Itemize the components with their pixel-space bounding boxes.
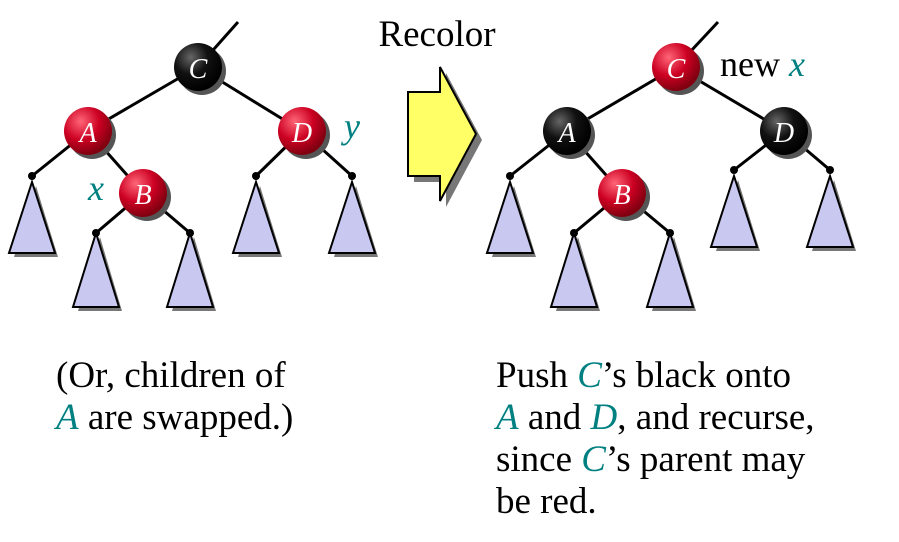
right-caption-line1: Push C’s black onto	[496, 355, 792, 396]
subtree-triangle	[231, 178, 281, 254]
svg-text:B: B	[613, 180, 630, 211]
node-c-red: C	[652, 43, 704, 95]
right-caption-line3: since C’s parent may	[496, 439, 806, 480]
subtree-triangle	[645, 229, 695, 308]
node-d-red: D	[278, 107, 330, 159]
svg-text:C: C	[189, 54, 208, 85]
subtree-triangle	[165, 229, 215, 308]
svg-text:A: A	[77, 118, 97, 149]
subtree-triangle	[709, 172, 759, 248]
label-y: y	[341, 106, 360, 146]
node-d-black: D	[760, 107, 812, 159]
title: Recolor	[378, 14, 495, 55]
node-b-red: B	[119, 169, 171, 221]
subtree-triangle	[805, 172, 855, 248]
right-tree: C A B D new x	[485, 20, 856, 311]
node-a-red: A	[64, 107, 116, 159]
label-x: x	[87, 168, 104, 208]
right-caption-line2: A and D, and recurse,	[496, 397, 815, 438]
right-caption: Push C’s black onto A and D, and recurse…	[496, 355, 896, 523]
svg-text:A: A	[556, 118, 576, 149]
right-subtrees	[485, 172, 856, 311]
left-caption: (Or, children of A are swapped.)	[56, 355, 386, 439]
left-caption-line1: (Or, children of	[56, 355, 286, 396]
subtree-triangle	[7, 178, 57, 254]
svg-text:D: D	[773, 118, 794, 149]
node-b-red: B	[598, 169, 650, 221]
node-a-black: A	[543, 107, 595, 159]
left-caption-line2: A are swapped.)	[56, 397, 294, 438]
svg-text:D: D	[291, 118, 312, 149]
subtree-triangle	[485, 178, 535, 254]
left-subtrees	[7, 178, 378, 311]
label-new-x: new x	[720, 44, 805, 84]
subtree-triangle	[549, 229, 599, 308]
right-caption-line4: be red.	[496, 481, 597, 522]
subtree-triangle	[327, 178, 377, 254]
recolor-arrow	[407, 66, 482, 207]
subtree-triangle	[71, 229, 121, 308]
svg-text:C: C	[667, 54, 686, 85]
left-tree: C A B D x y	[7, 21, 378, 311]
svg-text:B: B	[134, 180, 151, 211]
node-c-black: C	[174, 43, 226, 95]
